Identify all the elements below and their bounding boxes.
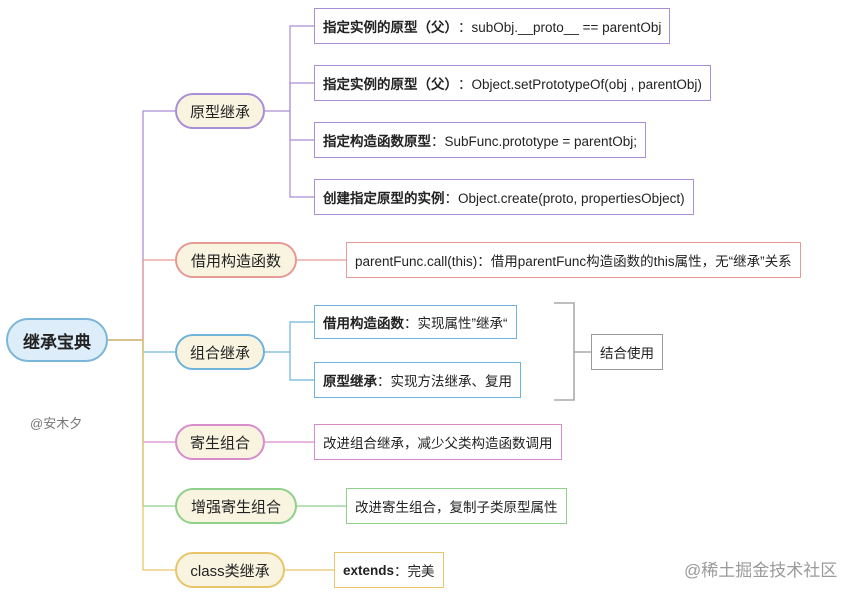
leaf-parent-func-call[interactable]: parentFunc.call(this)：借用parentFunc构造函数的t… [346, 242, 801, 278]
leaf-enhanced-improve[interactable]: 改进寄生组合，复制子类原型属性 [346, 488, 567, 524]
branch-label: 寄生组合 [189, 434, 250, 452]
leaf-set-prototype-of[interactable]: 指定实例的原型（父）：Object.setPrototypeOf(obj , p… [314, 65, 711, 101]
branch-leaf-connector [289, 321, 314, 352]
combine-use-box[interactable]: 结合使用 [591, 334, 663, 370]
root-branch-connector [108, 110, 175, 341]
root-branch-connector [108, 339, 175, 443]
watermark: @稀土掘金技术社区 [684, 561, 838, 580]
branch-borrow-constructor[interactable]: 借用构造函数 [175, 242, 297, 278]
leaf-constructor-prototype[interactable]: 指定构造函数原型：SubFunc.prototype = parentObj; [314, 122, 646, 158]
root-label: 继承宝典 [23, 332, 91, 352]
leaf-bold: 指定实例的原型（父） [323, 77, 458, 92]
branch-leaf-connector [289, 352, 314, 381]
leaf-combo-borrow[interactable]: 借用构造函数：实现属性”继承“ [314, 305, 517, 339]
root-node[interactable]: 继承宝典 [6, 318, 108, 362]
branch-leaf-connector [289, 111, 314, 198]
leaf-text: ：Object.setPrototypeOf(obj , parentObj) [458, 77, 702, 92]
leaf-bold: 指定构造函数原型 [323, 134, 431, 149]
leaf-combo-prototype[interactable]: 原型继承：实现方法继承、复用 [314, 362, 521, 398]
leaf-bold: 创建指定原型的实例 [323, 191, 445, 206]
leaf-object-create[interactable]: 创建指定原型的实例：Object.create(proto, propertie… [314, 179, 694, 215]
branch-combination-inheritance[interactable]: 组合继承 [175, 334, 265, 370]
leaf-text: ：subObj.__proto__ == parentObj [458, 20, 662, 35]
branch-label: 增强寄生组合 [190, 498, 281, 516]
leaf-text: ：实现方法继承、复用 [377, 374, 512, 389]
branch-parasitic-combination[interactable]: 寄生组合 [175, 424, 265, 460]
branch-label: 组合继承 [189, 344, 250, 362]
branch-leaf-connector [289, 25, 314, 111]
leaf-text: ：实现属性”继承“ [404, 316, 508, 331]
root-branch-connector [108, 339, 175, 507]
leaf-parasitic-improve[interactable]: 改进组合继承，减少父类构造函数调用 [314, 424, 562, 460]
branch-enhanced-parasitic[interactable]: 增强寄生组合 [175, 488, 297, 524]
branch-label: class类继承 [190, 562, 270, 580]
leaf-text: ：完美 [394, 564, 435, 579]
leaf-text: ：SubFunc.prototype = parentObj; [431, 134, 637, 149]
combine-bracket [554, 302, 575, 401]
leaf-bold: 指定实例的原型（父） [323, 20, 458, 35]
branch-prototype-inheritance[interactable]: 原型继承 [175, 93, 265, 129]
leaf-text: parentFunc.call(this)：借用parentFunc构造函数的t… [355, 254, 792, 269]
branch-label: 借用构造函数 [190, 252, 281, 270]
leaf-proto-assign[interactable]: 指定实例的原型（父）：subObj.__proto__ == parentObj [314, 8, 671, 44]
root-branch-connector [108, 259, 175, 341]
leaf-bold: 借用构造函数 [323, 316, 404, 331]
branch-leaf-connector [289, 111, 314, 141]
root-branch-connector [108, 339, 175, 571]
leaf-bold: extends [343, 562, 395, 578]
leaf-bold: 原型继承 [323, 374, 377, 389]
root-branch-connector [108, 339, 175, 353]
leaf-text: ：Object.create(proto, propertiesObject) [444, 191, 685, 206]
branch-leaf-connector [289, 82, 314, 111]
branch-label: 原型继承 [189, 103, 250, 121]
leaf-extends[interactable]: extends：完美 [334, 552, 444, 588]
combine-use-label: 结合使用 [600, 346, 654, 361]
leaf-text: 改进寄生组合，复制子类原型属性 [355, 500, 558, 515]
leaf-text: 改进组合继承，减少父类构造函数调用 [323, 436, 553, 451]
author-credit: @安木夕 [30, 416, 83, 431]
branch-class-inheritance[interactable]: class类继承 [175, 552, 285, 588]
